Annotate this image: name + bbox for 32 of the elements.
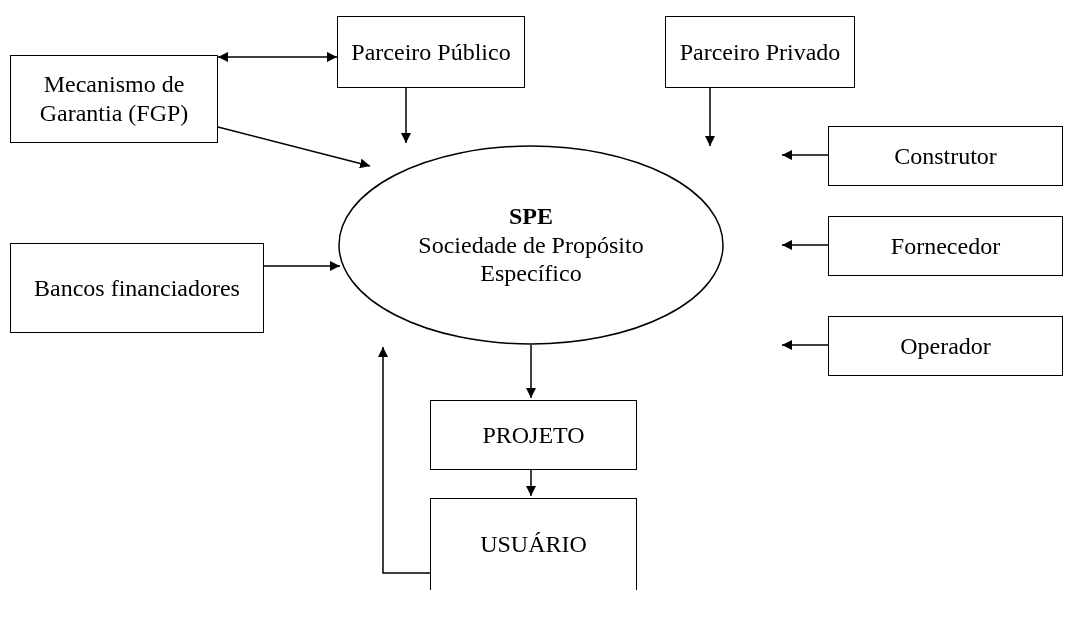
arrow <box>781 240 829 250</box>
arrow <box>217 52 338 62</box>
arrow <box>781 150 829 160</box>
arrow <box>705 87 715 147</box>
node-label: USUÁRIO <box>480 530 587 559</box>
arrow <box>378 346 431 574</box>
process-box <box>337 16 525 88</box>
node-label: Fornecedor <box>890 231 1001 261</box>
arrow <box>781 340 829 350</box>
process-box <box>430 498 637 590</box>
process-box <box>828 316 1063 376</box>
process-box <box>828 126 1063 186</box>
node-label: Operador <box>900 331 991 361</box>
node-heading: SPE <box>509 201 553 231</box>
node-label: Mecanismo de Garantia (FGP) <box>38 70 190 128</box>
arrow <box>263 261 341 271</box>
node-label: Parceiro Público <box>351 37 511 67</box>
ellipse-node <box>338 145 724 345</box>
process-box <box>10 243 264 333</box>
node-label: Parceiro Privado <box>679 37 841 67</box>
process-box <box>10 55 218 143</box>
arrow <box>401 87 411 144</box>
process-box <box>665 16 855 88</box>
node-label: Sociedade de Propósito Específico <box>418 230 644 289</box>
node-label: Bancos financiadores <box>34 273 240 303</box>
arrow <box>526 344 536 399</box>
process-box <box>430 400 637 470</box>
process-box <box>828 216 1063 276</box>
arrow <box>526 469 536 497</box>
node-label: PROJETO <box>482 420 585 450</box>
arrow <box>217 126 371 169</box>
node-label: Construtor <box>894 141 997 171</box>
